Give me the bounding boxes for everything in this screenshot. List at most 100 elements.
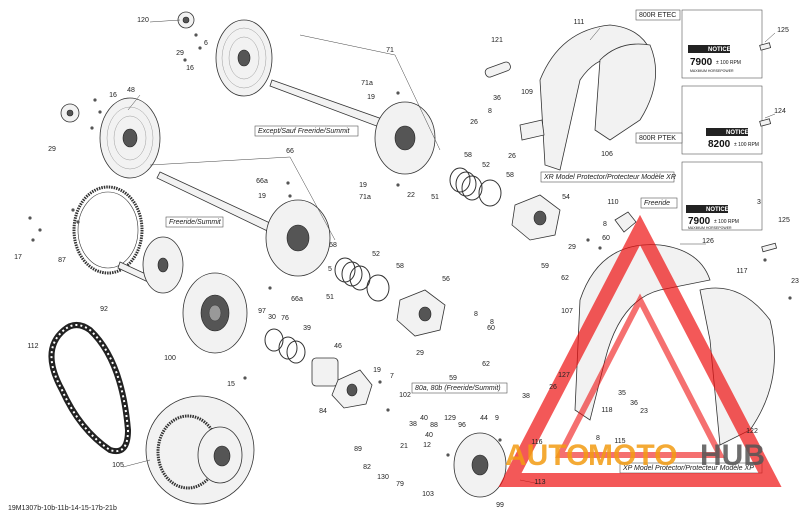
callout-84: 84 xyxy=(319,408,327,415)
notice-sub-1: MAXIMUM HORSEPOWER xyxy=(690,69,734,73)
callout-62: 62 xyxy=(561,275,569,282)
callout-40: 40 xyxy=(425,432,433,439)
callout-29: 29 xyxy=(176,50,184,57)
clutch-housing xyxy=(182,272,248,354)
callout-16: 16 xyxy=(186,65,194,72)
hub-assembly xyxy=(331,369,373,409)
callout-96: 96 xyxy=(458,422,466,429)
callout-106: 106 xyxy=(601,151,613,158)
callout-29: 29 xyxy=(568,244,576,251)
notice-sub-3: MAXIMUM HORSEPOWER xyxy=(688,226,732,230)
callout-125: 125 xyxy=(778,217,790,224)
callout-113: 113 xyxy=(534,479,545,486)
notice-rpm-2: 8200 xyxy=(708,139,731,150)
notice-rpm-1: 7900 xyxy=(690,57,713,68)
callout-59: 59 xyxy=(541,263,549,270)
callout-111: 111 xyxy=(574,19,585,26)
callout-9: 9 xyxy=(495,415,499,422)
callout-5: 5 xyxy=(328,266,332,273)
callout-52: 52 xyxy=(482,162,490,169)
callout-115: 115 xyxy=(614,438,625,445)
callout-129: 129 xyxy=(444,415,456,422)
assembled-drive-pulley-inset xyxy=(145,395,255,505)
callout-125: 125 xyxy=(777,27,789,34)
callout-15: 15 xyxy=(227,381,235,388)
callout-58: 58 xyxy=(396,263,404,270)
callout-12: 12 xyxy=(423,442,431,449)
callout-59: 59 xyxy=(449,375,457,382)
xr-belt-guard-upper xyxy=(539,24,656,171)
cam-assembly-lower xyxy=(396,289,446,337)
watermark-text-c: HUB xyxy=(700,439,765,472)
callout-8: 8 xyxy=(490,319,494,326)
callout-46: 46 xyxy=(334,343,342,350)
callout-58: 58 xyxy=(329,242,337,249)
callout-62: 62 xyxy=(482,361,490,368)
watermark-text-a: AUTO xyxy=(505,439,589,472)
callout-92: 92 xyxy=(100,306,108,313)
crankshaft-pulley xyxy=(117,236,184,294)
callout-117: 117 xyxy=(736,268,747,275)
callout-79: 79 xyxy=(396,481,404,488)
callout-3: 3 xyxy=(757,199,761,206)
callout-66: 66 xyxy=(286,148,294,155)
callout-17: 17 xyxy=(14,254,22,261)
callout-58: 58 xyxy=(506,172,514,179)
callout-120: 120 xyxy=(137,17,149,24)
callout-122: 122 xyxy=(746,428,758,435)
notice-tol-1: ± 100 RPM xyxy=(716,60,741,66)
callout-29: 29 xyxy=(48,146,56,153)
ring-gear xyxy=(72,185,144,275)
callout-118: 118 xyxy=(601,407,612,414)
callout-130: 130 xyxy=(377,474,389,481)
cam-assembly-upper xyxy=(511,194,561,241)
hose xyxy=(484,61,511,78)
callout-39: 39 xyxy=(303,325,311,332)
callout-19: 19 xyxy=(367,94,375,101)
callout-26: 26 xyxy=(470,119,478,126)
callout-51: 51 xyxy=(431,194,439,201)
spring-stack-upper xyxy=(449,167,502,207)
callout-66a: 66a xyxy=(291,296,303,303)
callout-97: 97 xyxy=(258,308,266,315)
caption-xr-protector: XR Model Protector/Protecteur Modèle XR xyxy=(543,174,676,181)
callout-116: 116 xyxy=(531,439,542,446)
callout-110: 110 xyxy=(607,199,618,206)
callout-26: 26 xyxy=(508,153,516,160)
bushing xyxy=(311,357,339,387)
callout-88: 88 xyxy=(430,422,438,429)
callout-82: 82 xyxy=(363,464,371,471)
caption-etec: 800R ETEC xyxy=(639,12,676,19)
watermark-logo xyxy=(498,214,782,487)
callout-56: 56 xyxy=(442,276,450,283)
callout-103: 103 xyxy=(422,491,434,498)
driven-shaft-lower xyxy=(156,171,331,277)
callout-44: 44 xyxy=(480,415,488,422)
notice-tol-3: ± 100 RPM xyxy=(714,219,739,225)
callout-52: 52 xyxy=(372,251,380,258)
callout-19: 19 xyxy=(258,193,266,200)
driven-shaft-upper xyxy=(269,79,436,175)
callout-48: 48 xyxy=(127,87,135,94)
callout-38: 38 xyxy=(409,421,417,428)
callout-126: 126 xyxy=(702,238,714,245)
callout-8: 8 xyxy=(603,221,607,228)
guard-bracket xyxy=(519,119,637,233)
callout-29: 29 xyxy=(416,350,424,357)
callout-36: 36 xyxy=(630,400,638,407)
callout-19: 19 xyxy=(373,367,381,374)
caption-ptek: 800R PTEK xyxy=(639,135,676,142)
callout-23: 23 xyxy=(791,278,799,285)
notice-title-3: NOTICE xyxy=(706,207,729,213)
callout-121: 121 xyxy=(491,37,503,44)
caption-variant-80: 80a, 80b (Freeride/Summit) xyxy=(415,385,501,392)
callout-112: 112 xyxy=(27,343,38,350)
callout-109: 109 xyxy=(521,89,533,96)
callout-71: 71 xyxy=(386,47,394,54)
callout-22: 22 xyxy=(407,192,415,199)
callout-99: 99 xyxy=(496,502,504,509)
caption-freeride: Freeride xyxy=(644,200,670,207)
callout-38: 38 xyxy=(522,393,530,400)
callout-127: 127 xyxy=(558,372,570,379)
callout-36: 36 xyxy=(493,95,501,102)
